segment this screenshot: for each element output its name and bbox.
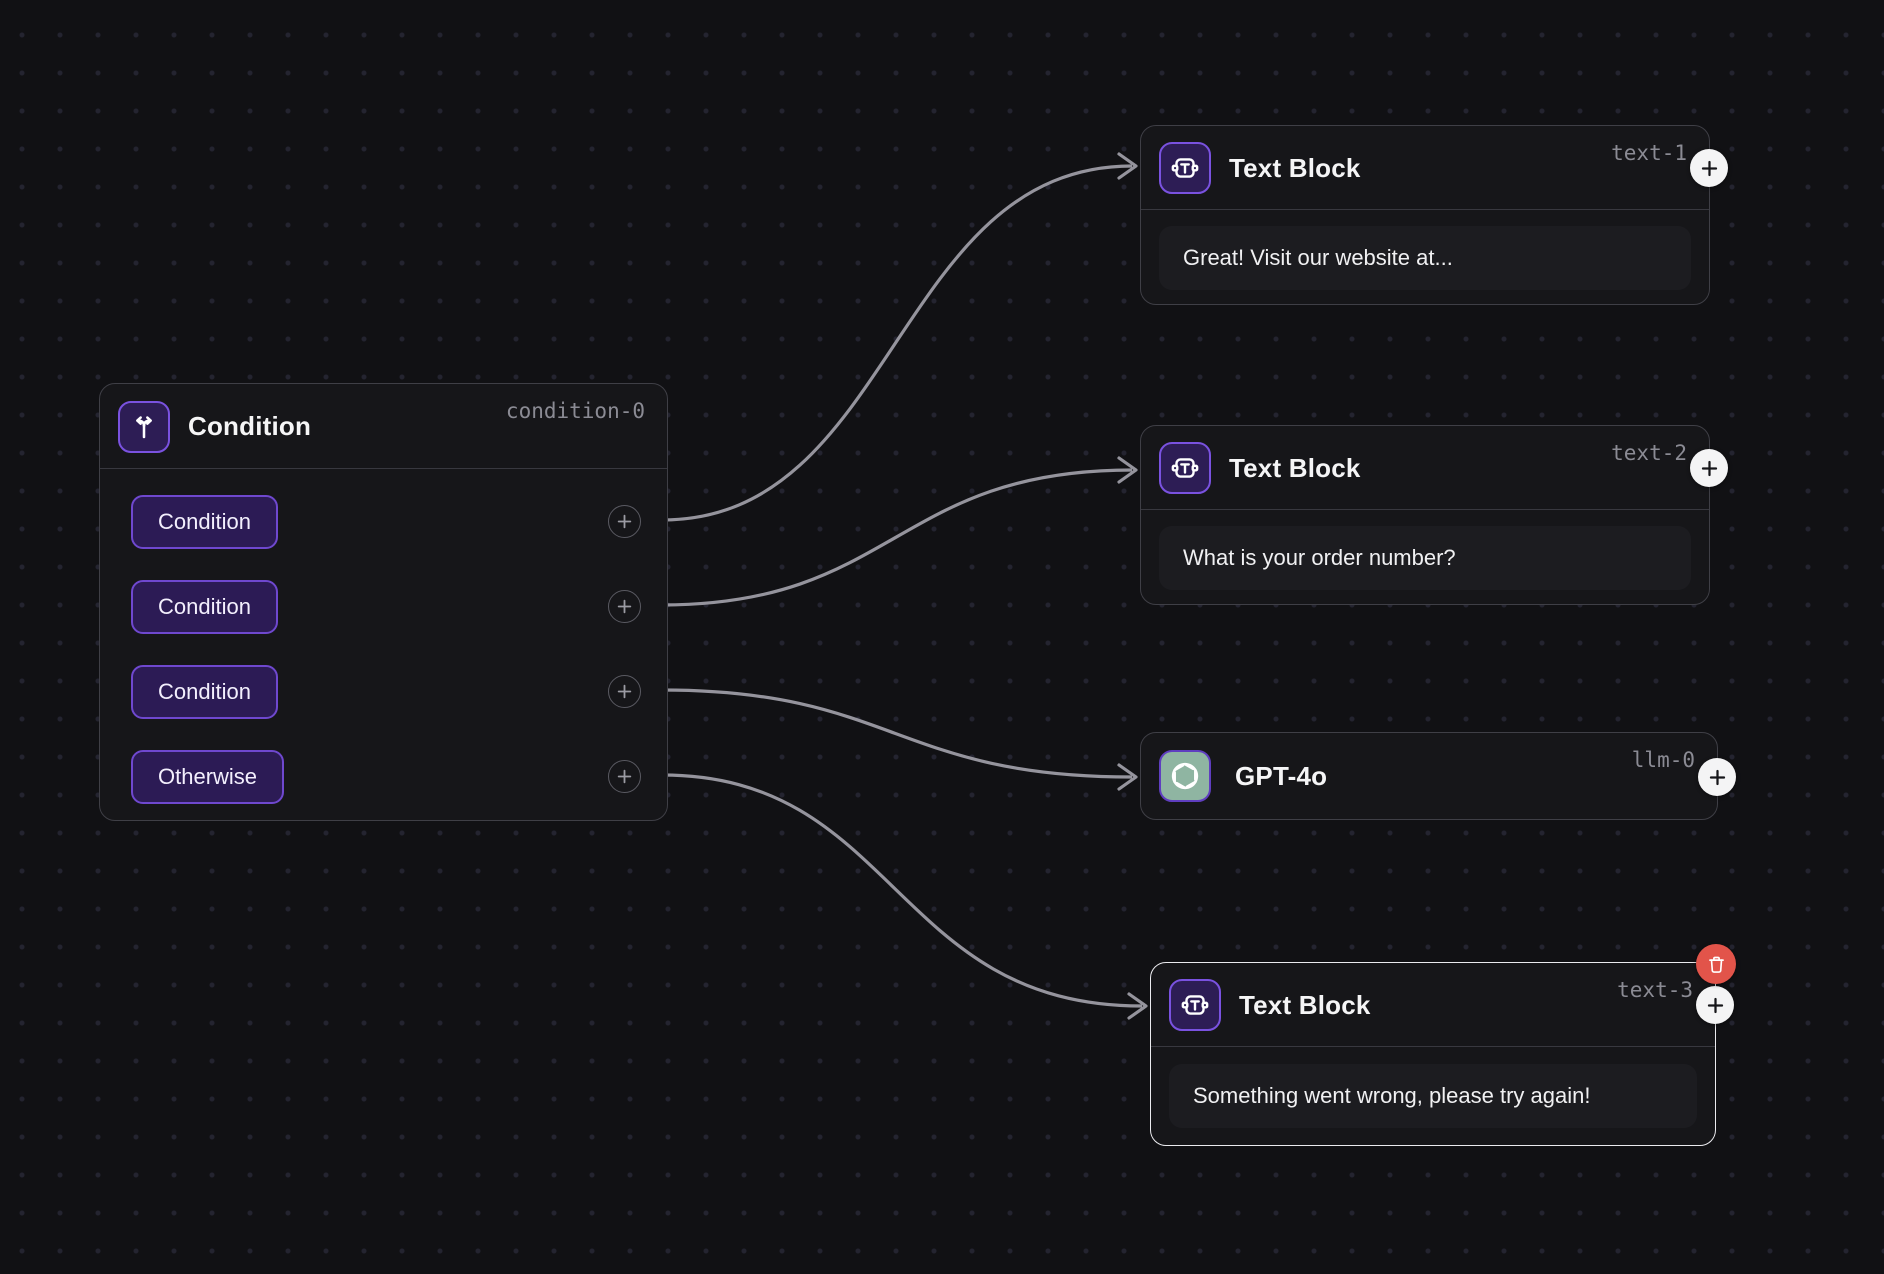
condition-branch-button[interactable]: Condition <box>131 494 278 549</box>
text-content-field[interactable]: Great! Visit our website at... <box>1159 226 1691 290</box>
text-content-field[interactable]: What is your order number? <box>1159 526 1691 590</box>
add-next-block-button[interactable] <box>1696 986 1734 1024</box>
branch-row: Otherwise <box>100 734 667 819</box>
add-next-block-button[interactable] <box>1690 149 1728 187</box>
node-id-label: text-1 <box>1611 141 1687 165</box>
text-content-value: Great! Visit our website at... <box>1183 245 1453 270</box>
node-header: GPT-4o llm-0 <box>1141 733 1736 819</box>
header-divider <box>1151 1046 1715 1047</box>
node-id-label: llm-0 <box>1631 748 1695 772</box>
node-header: Text Block text-3 <box>1151 963 1734 1047</box>
branch-source-handle[interactable] <box>608 505 641 538</box>
arrowhead-llm <box>1117 763 1138 791</box>
node-header: Text Block text-1 <box>1141 126 1728 210</box>
text-block-node-3[interactable]: Text Block text-3 Something went wrong, … <box>1150 944 1736 1146</box>
node-title: Text Block <box>1229 452 1361 483</box>
node-id-label: text-2 <box>1611 441 1687 465</box>
arrowhead-text3 <box>1127 992 1148 1020</box>
arrowhead-text2 <box>1117 456 1138 484</box>
text-block-icon <box>1169 979 1221 1031</box>
branch-source-handle[interactable] <box>608 760 641 793</box>
otherwise-branch-button[interactable]: Otherwise <box>131 749 285 804</box>
text-block-icon <box>1159 442 1211 494</box>
branch-split-icon <box>118 401 170 453</box>
llm-node[interactable]: GPT-4o llm-0 <box>1140 732 1736 820</box>
node-id-label: text-3 <box>1617 978 1693 1002</box>
node-title: GPT-4o <box>1235 760 1328 791</box>
delete-node-button[interactable] <box>1696 944 1736 984</box>
node-header: Text Block text-2 <box>1141 426 1728 510</box>
branch-row: Condition <box>100 649 667 734</box>
header-divider <box>1141 509 1709 510</box>
branch-row: Condition <box>100 564 667 649</box>
edge-branch3-to-llm <box>661 688 1133 779</box>
condition-branch-button[interactable]: Condition <box>131 664 278 719</box>
condition-branch-button[interactable]: Condition <box>131 579 278 634</box>
header-divider <box>1141 209 1709 210</box>
text-block-icon <box>1159 142 1211 194</box>
add-next-block-button[interactable] <box>1690 449 1728 487</box>
node-id-label: condition-0 <box>505 399 645 423</box>
text-content-value: What is your order number? <box>1183 545 1456 570</box>
condition-node[interactable]: Condition condition-0 Condition Conditio… <box>99 383 668 821</box>
text-block-node-1[interactable]: Text Block text-1 Great! Visit our websi… <box>1140 125 1728 305</box>
text-block-node-2[interactable]: Text Block text-2 What is your order num… <box>1140 425 1728 605</box>
branch-source-handle[interactable] <box>608 675 641 708</box>
add-next-block-button[interactable] <box>1698 758 1736 796</box>
text-content-field[interactable]: Something went wrong, please try again! <box>1169 1064 1697 1128</box>
node-title: Text Block <box>1239 989 1371 1020</box>
edge-branch1-to-text1 <box>661 164 1133 522</box>
edge-otherwise-to-text3 <box>661 773 1143 1008</box>
arrowhead-text1 <box>1117 152 1138 180</box>
condition-branch-list: Condition Condition Condition Otherwise <box>100 479 667 819</box>
node-title: Text Block <box>1229 152 1361 183</box>
node-title: Condition <box>188 411 312 441</box>
header-divider <box>100 468 667 469</box>
branch-source-handle[interactable] <box>608 590 641 623</box>
edge-branch2-to-text2 <box>661 468 1133 607</box>
openai-icon <box>1159 750 1211 802</box>
branch-row: Condition <box>100 479 667 564</box>
text-content-value: Something went wrong, please try again! <box>1193 1083 1591 1108</box>
condition-node-header: Condition condition-0 <box>100 384 667 469</box>
